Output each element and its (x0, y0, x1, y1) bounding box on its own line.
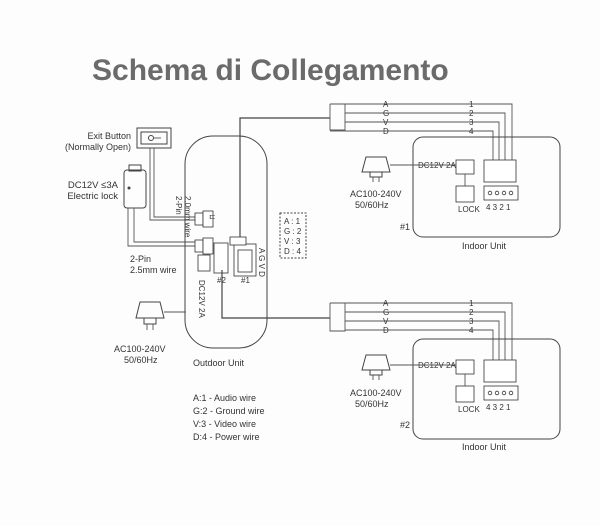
exit-button-sublabel: (Normally Open) (65, 142, 131, 152)
bus-bottom-G: G (383, 308, 389, 317)
indoor-1-lock-label: LOCK (458, 205, 480, 214)
outdoor-terminals (194, 210, 257, 277)
bus-bottom-D: D (383, 326, 389, 335)
indoor-1-power-label: AC100-240V (350, 189, 402, 199)
bus-wires (221, 103, 513, 360)
indoor-1-dc-label: DC12V 2A (418, 161, 456, 170)
indoor-2-power-freq: 50/60Hz (355, 399, 389, 409)
bus-top-D: D (383, 127, 389, 136)
terminal-map-2: G : 2 (284, 227, 302, 236)
outdoor-unit-body (184, 135, 268, 349)
legend-video: V:3 - Video wire (193, 419, 256, 429)
indoor-2-lock-label: LOCK (458, 405, 480, 414)
indoor-unit-2-body (412, 338, 561, 440)
outdoor-dc-label: DC12V 2A (197, 280, 206, 318)
outdoor-power-freq: 50/60Hz (124, 355, 158, 365)
bus-top-G: G (383, 109, 389, 118)
legend-ground: G:2 - Ground wire (193, 406, 265, 416)
outdoor-hash1: #1 (241, 276, 250, 285)
wire-2pin-top-label: 2-Pin (174, 196, 183, 215)
indoor-1-power-adapter-icon (361, 156, 456, 182)
bus-bottom-3: 3 (469, 317, 474, 326)
legend-power: D:4 - Power wire (193, 432, 260, 442)
indoor-unit-2-terminals (455, 359, 519, 403)
exit-button-icon (136, 127, 172, 149)
indoor-2-label: Indoor Unit (462, 442, 507, 452)
outdoor-unit-label: Outdoor Unit (193, 358, 245, 368)
indoor-unit-1-terminals (455, 159, 519, 203)
bus-top-2: 2 (469, 109, 474, 118)
bus-bottom-4: 4 (469, 326, 474, 335)
bus-bottom-2: 2 (469, 308, 474, 317)
indoor-2-number: #2 (400, 420, 410, 430)
indoor-1-power-freq: 50/60Hz (355, 200, 389, 210)
indoor-2-power-adapter-icon (361, 354, 456, 380)
bus-top-4: 4 (469, 127, 474, 136)
terminal-map-1: A : 1 (284, 217, 301, 226)
legend-audio: A:1 - Audio wire (193, 393, 256, 403)
electric-lock-icon (123, 164, 147, 209)
terminal-map-box (279, 212, 307, 259)
exit-terminal-mark: ⊏ (209, 212, 216, 221)
outdoor-term-letters: A G V D (257, 248, 266, 277)
bus-top-V: V (383, 118, 389, 127)
indoor-1-number: #1 (400, 222, 410, 232)
wire-2pin-bottom-spec: 2.5mm wire (130, 265, 177, 275)
bus-top-A: A (383, 100, 389, 109)
lock-label: Electric lock (67, 191, 118, 202)
indoor-unit-1-body (412, 136, 561, 238)
terminal-map-3: V : 3 (284, 237, 301, 246)
lock-voltage-label: DC12V ≤3A (68, 180, 119, 191)
wire-2pin-top-spec: 2.0mm wire (183, 196, 192, 238)
bus-bottom-1: 1 (469, 299, 474, 308)
indoor-2-pins: 4 3 2 1 (486, 403, 511, 412)
indoor-1-label: Indoor Unit (462, 241, 507, 251)
wire-2pin-bottom-label: 2-Pin (130, 254, 151, 264)
outdoor-power-adapter-icon (135, 301, 186, 330)
diagram-title: Schema di Collegamento (92, 54, 449, 87)
indoor-2-power-label: AC100-240V (350, 388, 402, 398)
terminal-map-4: D : 4 (284, 247, 301, 256)
exit-button-label: Exit Button (87, 131, 131, 141)
bus-bottom-V: V (383, 317, 389, 326)
bus-top-3: 3 (469, 118, 474, 127)
exit-lock-wires (127, 148, 198, 247)
bus-top-1: 1 (469, 100, 474, 109)
indoor-1-pins: 4 3 2 1 (486, 203, 511, 212)
bus-bottom-A: A (383, 299, 389, 308)
indoor-2-dc-label: DC12V 2A (418, 361, 456, 370)
outdoor-power-label: AC100-240V (114, 344, 166, 354)
